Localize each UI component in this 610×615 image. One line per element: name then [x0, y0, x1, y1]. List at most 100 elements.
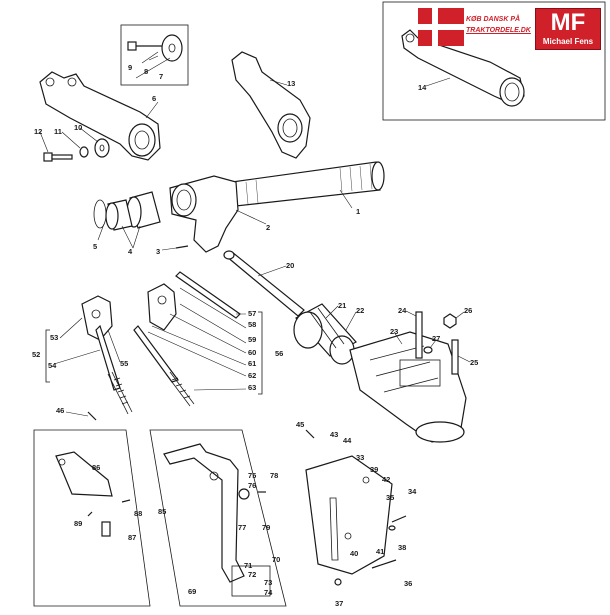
callout-20: 20 — [286, 261, 294, 270]
part-86-bracket — [55, 451, 113, 497]
part-33-quadrant-plate — [305, 455, 393, 575]
callout-21: 21 — [338, 301, 346, 310]
callout-6: 6 — [152, 94, 156, 103]
callout-24: 24 — [398, 306, 407, 315]
callout-45: 45 — [296, 420, 304, 429]
part-46-pin — [87, 411, 97, 421]
callout-46: 46 — [56, 406, 64, 415]
callout-26: 26 — [464, 306, 472, 315]
callout-62: 62 — [248, 371, 256, 380]
part-2-lever-housing — [169, 175, 239, 253]
shop-line-1: KØB DANSK PÅ — [466, 16, 521, 23]
part-3-pin — [175, 245, 189, 249]
callout-12: 12 — [34, 127, 42, 136]
callout-44: 44 — [343, 436, 352, 445]
callout-78: 78 — [270, 471, 278, 480]
callout-8: 8 — [144, 67, 148, 76]
callout-27: 27 — [432, 334, 440, 343]
callout-42: 42 — [382, 475, 390, 484]
shop-slogan: KØB DANSK PÅ TRAKTORDELE.DK — [466, 14, 532, 36]
callout-59: 59 — [248, 335, 256, 344]
callout-41: 41 — [376, 547, 384, 556]
part-27-washer — [423, 346, 433, 354]
callout-53: 53 — [50, 333, 58, 342]
inset-frame-7-9 — [120, 24, 189, 86]
callout-33: 33 — [356, 453, 364, 462]
callout-10: 10 — [74, 123, 82, 132]
part-54-spring — [107, 371, 133, 415]
part-21-22-piston-rings — [293, 303, 357, 365]
callout-72: 72 — [248, 570, 256, 579]
part-57-link — [175, 271, 241, 319]
callout-3: 3 — [156, 247, 160, 256]
part-23-ram-cylinder — [349, 331, 467, 443]
part-63-spring — [165, 371, 195, 407]
callout-39: 39 — [370, 465, 378, 474]
part-37-washer — [334, 578, 342, 586]
part-69-quadrant-lever — [163, 443, 245, 583]
part-7-washer — [161, 34, 183, 62]
logo-letters: MF — [550, 9, 586, 36]
part-6-lift-arm — [39, 71, 161, 161]
part-20-rod — [223, 250, 305, 317]
callout-56: 56 — [275, 349, 283, 358]
callout-63: 63 — [248, 383, 256, 392]
mf-logo: MF Michael Fens — [535, 8, 601, 50]
part-34-bolt — [391, 515, 407, 523]
part-77-knob — [238, 488, 250, 500]
part-5-seal — [93, 199, 107, 229]
callout-69: 69 — [188, 587, 196, 596]
callout-23: 23 — [390, 327, 398, 336]
callout-labels: 1 2 3 4 5 6 7 8 9 10 11 12 13 14 20 21 2… — [32, 63, 478, 608]
callout-34: 34 — [408, 487, 417, 496]
part-87-clip — [101, 521, 111, 537]
callout-57: 57 — [248, 309, 256, 318]
part-36-bolt — [371, 559, 397, 569]
part-1-cross-shaft — [231, 161, 385, 207]
callout-88: 88 — [134, 509, 142, 518]
callout-77: 77 — [238, 523, 246, 532]
callout-75: 75 — [248, 471, 256, 480]
callout-4: 4 — [128, 247, 133, 256]
part-10-washer — [94, 138, 110, 158]
callout-5: 5 — [93, 242, 97, 251]
flag-cross-horizontal — [418, 24, 464, 30]
part-26-nut — [443, 313, 457, 329]
danish-flag-icon — [418, 8, 464, 46]
part-4-bushes — [105, 191, 161, 231]
callout-86: 86 — [92, 463, 100, 472]
inset-frame-69 — [149, 429, 287, 607]
logo-name: Michael Fens — [542, 37, 594, 46]
callout-85: 85 — [158, 507, 166, 516]
callout-60: 60 — [248, 348, 256, 357]
callout-61: 61 — [248, 359, 256, 368]
callout-73: 73 — [264, 578, 272, 587]
part-53-lever-bracket — [81, 295, 113, 341]
callout-13: 13 — [287, 79, 295, 88]
part-14-lift-arm — [401, 29, 525, 107]
callout-58: 58 — [248, 320, 256, 329]
callout-76: 76 — [248, 481, 256, 490]
callout-2: 2 — [266, 223, 270, 232]
bracket-56 — [258, 311, 263, 395]
bracket-52 — [45, 329, 50, 383]
callout-37: 37 — [335, 599, 343, 608]
part-88-bolt — [121, 499, 131, 503]
callout-52: 52 — [32, 350, 40, 359]
callout-14: 14 — [418, 83, 427, 92]
part-25-stud — [451, 339, 459, 375]
inset-frame-14 — [382, 1, 606, 121]
inset-frame-85 — [33, 429, 151, 607]
callout-40: 40 — [350, 549, 358, 558]
part-70-plate — [231, 565, 271, 597]
callout-87: 87 — [128, 533, 136, 542]
callout-38: 38 — [398, 543, 406, 552]
callout-9: 9 — [128, 63, 132, 72]
shop-link[interactable]: TRAKTORDELE.DK — [466, 27, 531, 34]
part-11-washer — [79, 146, 89, 158]
callout-55: 55 — [120, 359, 128, 368]
part-24-stud — [415, 311, 423, 359]
part-56-lever-bracket — [147, 283, 177, 331]
